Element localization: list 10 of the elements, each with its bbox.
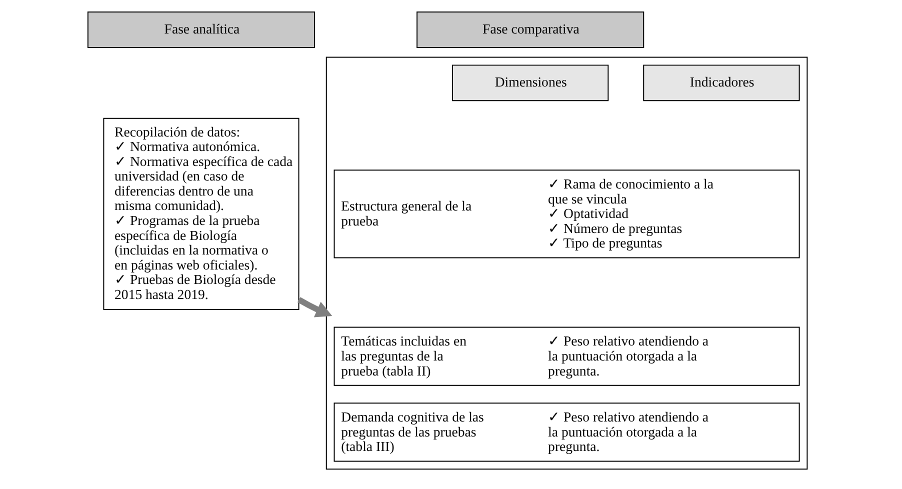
node-box: Demanda cognitiva de las preguntas de las pruebas (tabla III) ✓ Peso relativo atendiendo a la puntuación otorgada a la pregunta. — [333, 402, 800, 462]
arrow — [296, 297, 332, 318]
node-box: Temáticas incluidas en las preguntas de la prueba (tabla II) ✓ Peso relativo atendiendo a la puntuación otorgada a la pregunta. — [333, 326, 800, 386]
node-box: Fase analítica — [86, 11, 315, 48]
cluster — [325, 56, 808, 470]
node-box: Indicadores — [642, 64, 800, 102]
node-box: Estructura general de la prueba ✓ Rama de conocimiento a la que se vincula ✓ Optatividad ✓ Número de preguntas ✓ Tipo de preguntas — [333, 170, 800, 258]
node-box: Dimensiones — [452, 64, 608, 102]
node-box: Recopilación de datos: ✓ Normativa autonómica. ✓ Normativa específica de cada universidad (en caso de diferencias dentro de una misma comunidad). ✓ Programas de la prueba específica de Biología (incluidas en la normativa o en páginas web oficiales). ✓ Pruebas de Biología desde 2015 hasta 2019. — [102, 118, 299, 310]
node-box: Fase comparativa — [416, 11, 644, 48]
